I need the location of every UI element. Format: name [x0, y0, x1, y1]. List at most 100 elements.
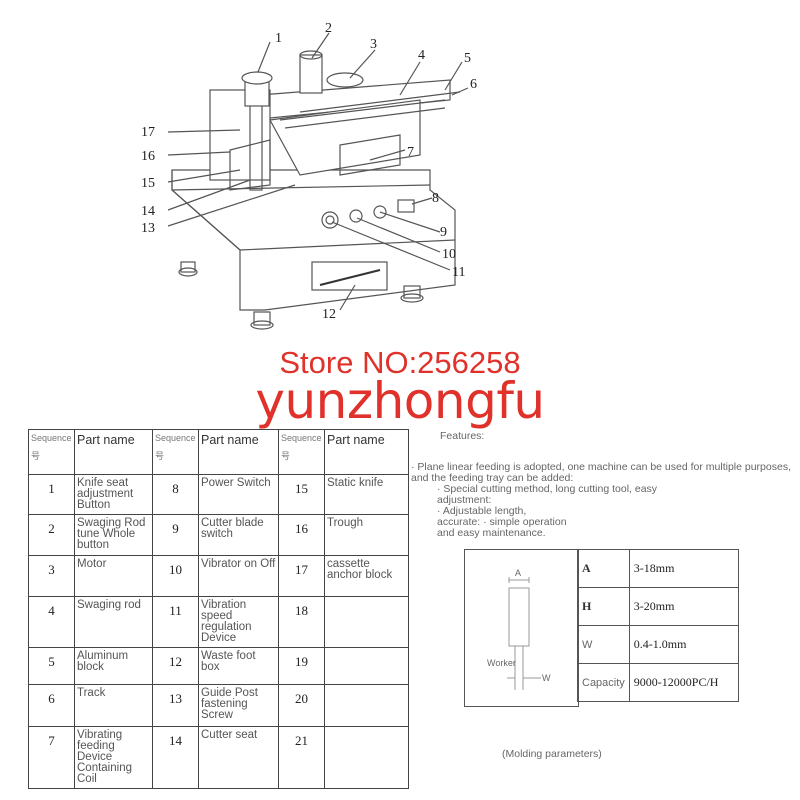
- table-row: 5 Aluminum block 12 Waste foot box 19: [28, 647, 409, 685]
- feature-item: · Special cutting method, long cutting t…: [437, 483, 658, 506]
- seq-cell: 17: [278, 555, 325, 597]
- callout-13: 13: [141, 221, 155, 236]
- callout-14: 14: [141, 204, 155, 219]
- spec-value: 3-20mm: [628, 587, 739, 626]
- part-cell: Motor: [74, 555, 153, 597]
- callout-12: 12: [322, 307, 336, 322]
- callout-2: 2: [325, 21, 332, 36]
- table-row: 4 Swaging rod 11 Vibration speed regulat…: [28, 596, 409, 648]
- seq-cell: 6: [28, 684, 75, 727]
- part-cell: Knife seat adjustment Button: [74, 474, 153, 515]
- dim-a-label: A: [515, 568, 521, 578]
- spec-key: H: [577, 587, 630, 626]
- callout-8: 8: [432, 191, 439, 206]
- part-cell: Swaging Rod tune Whole button: [74, 514, 153, 556]
- spec-row: H 3-20mm: [577, 587, 739, 626]
- part-cell: cassette anchor block: [324, 555, 409, 597]
- callout-15: 15: [141, 176, 155, 191]
- spec-row: A 3-18mm: [577, 549, 739, 588]
- table-row: 6 Track 13 Guide Post fastening Screw 20: [28, 684, 409, 727]
- table-row: 3 Motor 10 Vibrator on Off 17 cassette a…: [28, 555, 409, 597]
- part-cell: Waste foot box: [198, 647, 279, 685]
- feature-item: · Plane linear feeding is adopted, one m…: [411, 461, 791, 484]
- callout-10: 10: [442, 247, 456, 262]
- table-row: 1 Knife seat adjustment Button 8 Power S…: [28, 474, 409, 515]
- molding-parameters-note: (Molding parameters): [502, 748, 602, 760]
- seq-cell: 20: [278, 684, 325, 727]
- seq-cell: 9: [152, 514, 199, 556]
- part-cell: Swaging rod: [74, 596, 153, 648]
- seq-cell: 5: [28, 647, 75, 685]
- worker-label: Worker: [487, 658, 516, 668]
- part-cell: Guide Post fastening Screw: [198, 684, 279, 727]
- spec-key: A: [577, 549, 630, 588]
- callout-7: 7: [407, 145, 414, 160]
- seq-cell: 8: [152, 474, 199, 515]
- seq-cell: 3: [28, 555, 75, 597]
- seq-cell: 10: [152, 555, 199, 597]
- header-part-name: Part name: [74, 429, 153, 475]
- molding-figure: A Worker W: [464, 549, 579, 707]
- spec-row: Capacity 9000-12000PC/H: [577, 663, 739, 702]
- seq-cell: 18: [278, 596, 325, 648]
- seq-cell: 2: [28, 514, 75, 556]
- seq-cell: 16: [278, 514, 325, 556]
- part-cell: Vibration speed regulation Device: [198, 596, 279, 648]
- header-part-name: Part name: [324, 429, 409, 475]
- store-name-watermark: yunzhongfu: [255, 372, 545, 430]
- spec-value: 0.4-1.0mm: [628, 625, 739, 664]
- table-row: 7 Vibrating feeding Device Containing Co…: [28, 726, 409, 789]
- seq-cell: 1: [28, 474, 75, 515]
- spec-key: W: [577, 625, 630, 664]
- callout-4: 4: [418, 48, 425, 63]
- seq-cell: 12: [152, 647, 199, 685]
- seq-cell: 13: [152, 684, 199, 727]
- store-number-watermark: Store NO:256258: [279, 345, 521, 380]
- callout-9: 9: [440, 225, 447, 240]
- callout-11: 11: [452, 265, 465, 280]
- part-cell: Cutter blade switch: [198, 514, 279, 556]
- callout-5: 5: [464, 51, 471, 66]
- callout-1: 1: [275, 31, 282, 46]
- header-part-name: Part name: [198, 429, 279, 475]
- dim-w-label: W: [542, 673, 551, 683]
- seq-cell: 14: [152, 726, 199, 789]
- spec-value: 3-18mm: [628, 549, 739, 588]
- part-cell: Trough: [324, 514, 409, 556]
- spec-key: Capacity: [577, 663, 630, 702]
- part-cell: Vibrator on Off: [198, 555, 279, 597]
- callout-3: 3: [370, 37, 377, 52]
- part-cell: Track: [74, 684, 153, 727]
- part-cell: Aluminum block: [74, 647, 153, 685]
- seq-cell: 15: [278, 474, 325, 515]
- part-cell: Vibrating feeding Device Containing Coil: [74, 726, 153, 789]
- part-cell: [324, 726, 409, 789]
- capacitor-drawing: A Worker W: [487, 568, 551, 690]
- callout-16: 16: [141, 149, 155, 164]
- seq-cell: 19: [278, 647, 325, 685]
- part-cell: [324, 684, 409, 727]
- callout-6: 6: [470, 77, 477, 92]
- spec-value: 9000-12000PC/H: [628, 663, 739, 702]
- feature-item: · Adjustable length, accurate: · simple …: [437, 505, 567, 539]
- part-cell: Static knife: [324, 474, 409, 515]
- part-cell: [324, 647, 409, 685]
- seq-cell: 7: [28, 726, 75, 789]
- callout-17: 17: [141, 125, 155, 140]
- seq-cell: 11: [152, 596, 199, 648]
- part-cell: Power Switch: [198, 474, 279, 515]
- table-row: 2 Swaging Rod tune Whole button 9 Cutter…: [28, 514, 409, 556]
- seq-cell: 4: [28, 596, 75, 648]
- features-title: Features:: [440, 430, 485, 442]
- machine-diagram: 1 2 3 4 5 6 7 8 9 10 11 12 13 14 15 16 1…: [141, 21, 477, 330]
- part-cell: [324, 596, 409, 648]
- part-cell: Cutter seat: [198, 726, 279, 789]
- spec-row: W 0.4-1.0mm: [577, 625, 739, 664]
- spec-table: A 3-18mm H 3-20mm W 0.4-1.0mm Capacity 9…: [577, 549, 739, 702]
- seq-cell: 21: [278, 726, 325, 789]
